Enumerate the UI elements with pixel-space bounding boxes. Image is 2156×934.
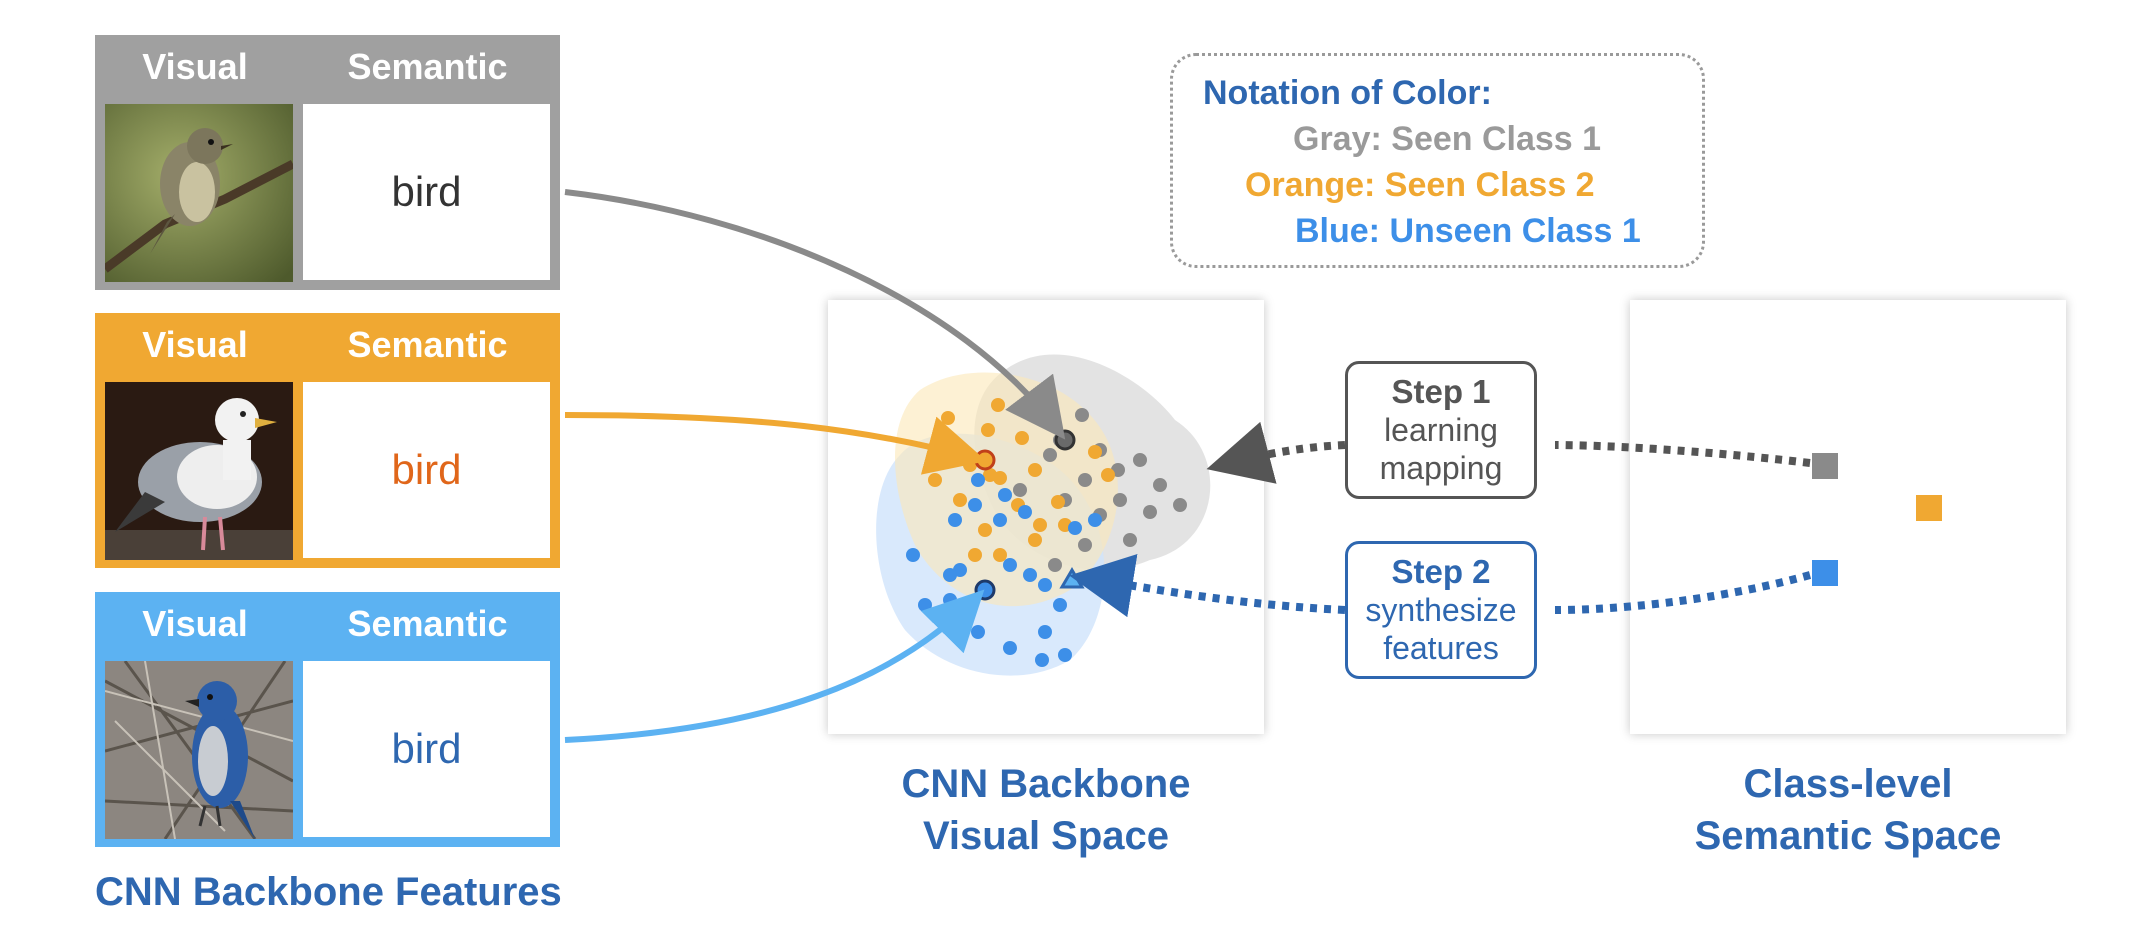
step1-arrow <box>1222 445 1811 465</box>
step2-title: Step 2 <box>1391 553 1491 590</box>
step2-line2: features <box>1383 630 1499 666</box>
step1-title: Step 1 <box>1391 373 1491 410</box>
legend-gray: Gray: Seen Class 1 <box>1293 120 1602 158</box>
bird-photo-flycatcher <box>105 104 293 282</box>
caption-line-1: CNN Backbone <box>901 762 1191 806</box>
step2-arrow <box>1085 575 1812 610</box>
step1-line1: learning <box>1384 412 1498 448</box>
features-caption: CNN Backbone Features <box>95 870 562 914</box>
color-legend: Notation of Color: Gray: Seen Class 1 Or… <box>1170 53 1705 268</box>
blue-class-marker <box>1812 560 1838 586</box>
visual-header: Visual <box>142 603 248 644</box>
legend-blue: Blue: Unseen Class 1 <box>1295 212 1641 250</box>
arrow-gray <box>564 189 1066 440</box>
step2-box: Step 2 synthesize features <box>1345 541 1537 679</box>
feature-card-gray: Visual Semantic bird <box>95 35 560 290</box>
step2-line1: synthesize <box>1365 592 1517 628</box>
step1-box: Step 1 learning mapping <box>1345 361 1537 499</box>
arrow-orange <box>564 412 987 475</box>
semantic-space-caption: Class-level Semantic Space <box>1630 758 2066 862</box>
semantic-header: Semantic <box>347 603 508 644</box>
visual-header: Visual <box>142 324 248 365</box>
semantic-header: Semantic <box>347 324 508 365</box>
caption-line-1: Class-level <box>1743 762 1953 806</box>
semantic-text: bird <box>303 661 550 837</box>
semantic-space-panel <box>1630 300 2066 734</box>
orange-class-marker <box>1916 495 1942 521</box>
feature-card-blue: Visual Semantic bird <box>95 592 560 847</box>
legend-title: Notation of Color: <box>1203 74 1492 112</box>
bird-photo-jay <box>105 661 293 839</box>
arrow-blue <box>564 589 985 743</box>
visual-space-caption: CNN Backbone Visual Space <box>828 758 1264 862</box>
step1-line2: mapping <box>1379 450 1503 486</box>
semantic-text: bird <box>303 382 550 558</box>
visual-header: Visual <box>142 46 248 87</box>
feature-card-orange: Visual Semantic bird <box>95 313 560 568</box>
caption-line-2: Semantic Space <box>1694 814 2002 858</box>
semantic-header: Semantic <box>347 46 508 87</box>
caption-line-2: Visual Space <box>922 814 1170 858</box>
gray-class-marker <box>1812 453 1838 479</box>
bird-photo-gull <box>105 382 293 560</box>
legend-orange: Orange: Seen Class 2 <box>1245 166 1595 204</box>
semantic-text: bird <box>303 104 550 280</box>
